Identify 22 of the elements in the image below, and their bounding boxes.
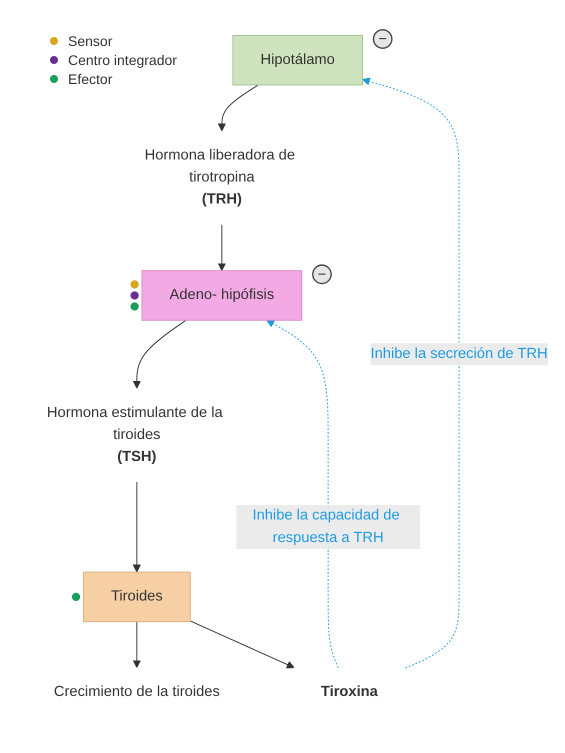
- legend-label: Centro integrador: [68, 52, 177, 68]
- arrow: [190, 620, 295, 669]
- node-text: Hormona liberadora de tirotropina (TRH): [144, 148, 296, 208]
- node-text: Crecimiento de la tiroides: [54, 684, 220, 700]
- inhibition-sign: −: [312, 264, 332, 284]
- arrow: [362, 78, 460, 669]
- node-box: Tiroides: [82, 572, 191, 622]
- arrow: [132, 320, 186, 389]
- arrow: [218, 224, 226, 272]
- node-box: Adeno- hipófisis: [142, 270, 302, 321]
- arrow: [132, 482, 141, 573]
- legend-label: Sensor: [68, 33, 112, 49]
- inhibition-sign: −: [372, 29, 393, 50]
- node-text: Tiroxina: [320, 684, 378, 700]
- edge-label: Inhibe la secreción de TRH: [370, 346, 548, 362]
- arrow: [218, 84, 259, 132]
- node-text: Hormona estimulante de la tiroides (TSH): [46, 404, 223, 465]
- arrow: [266, 320, 339, 668]
- arrow: [132, 621, 141, 668]
- edge-label: Inhibe la capacidad de respuesta a TRH: [252, 508, 400, 546]
- legend-label: Efector: [68, 71, 112, 87]
- node-box: Hipotálamo: [232, 35, 363, 86]
